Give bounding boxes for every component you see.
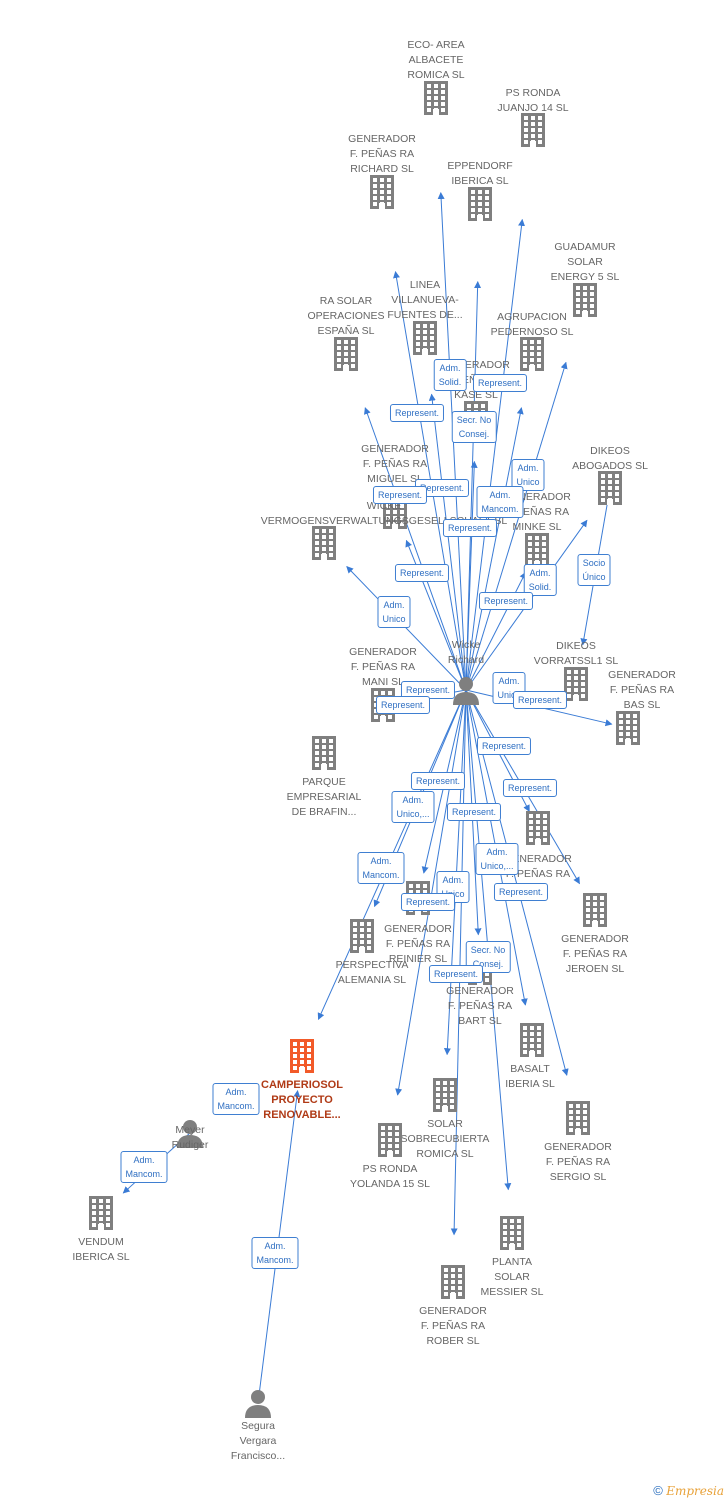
role-badge[interactable]: Adm. Unico,... bbox=[475, 843, 519, 875]
building-icon bbox=[87, 1196, 115, 1235]
node-label: ECO- AREA ALBACETE ROMICA SL bbox=[407, 39, 465, 81]
node-label: CAMPERIOSOL PROYECTO RENOVABLE... bbox=[261, 1079, 343, 1121]
building-icon bbox=[519, 113, 547, 152]
role-badge[interactable]: Represent. bbox=[502, 779, 558, 797]
node-label: AGRUPACION PEDERNOSO SL bbox=[490, 311, 574, 338]
edge-wicke-linea bbox=[428, 393, 467, 691]
role-badge[interactable]: Adm. Mancom. bbox=[212, 1083, 260, 1115]
node-label: DIKEOS ABOGADOS SL bbox=[572, 445, 648, 472]
building-icon bbox=[431, 1078, 459, 1117]
node-label: PS RONDA JUANJO 14 SL bbox=[497, 87, 569, 114]
building-icon bbox=[411, 321, 439, 360]
node-label: DIKEOS VORRATSSL1 SL bbox=[533, 640, 619, 667]
node-label: LINEA VILLANUEVA- FUENTES DE... bbox=[387, 279, 463, 321]
building-icon bbox=[564, 1101, 592, 1140]
person-icon bbox=[175, 1118, 205, 1153]
role-badge[interactable]: Socio Único bbox=[577, 554, 611, 586]
building-icon bbox=[376, 1123, 404, 1162]
node-label: VENDUM IBERICA SL bbox=[72, 1236, 130, 1263]
role-badge[interactable]: Adm. Unico bbox=[377, 596, 411, 628]
building-icon bbox=[614, 711, 642, 750]
role-badge[interactable]: Adm. Mancom. bbox=[251, 1237, 299, 1269]
building-icon bbox=[422, 81, 450, 120]
building-icon bbox=[562, 667, 590, 706]
role-badge[interactable]: Represent. bbox=[493, 883, 549, 901]
building-icon bbox=[439, 1265, 467, 1304]
role-badge[interactable]: Adm. Mancom. bbox=[120, 1151, 168, 1183]
role-badge[interactable]: Represent. bbox=[442, 519, 498, 537]
node-label: GENERADOR F. PEÑAS RA BART SL bbox=[446, 985, 514, 1027]
building-icon bbox=[581, 893, 609, 932]
building-icon bbox=[310, 736, 338, 775]
node-label: GENERADOR F. PEÑAS RA ROBER SL bbox=[419, 1305, 487, 1347]
role-badge[interactable]: Represent. bbox=[372, 486, 428, 504]
edge-wicke-messier bbox=[465, 689, 512, 1191]
node-label: Segura Vergara Francisco... bbox=[230, 1420, 286, 1462]
edge-wicke-rasolar bbox=[364, 407, 467, 691]
building-icon bbox=[518, 337, 546, 376]
node-label: GENERADOR F. PEÑAS RA RICHARD SL bbox=[348, 133, 416, 175]
edge-wicke-eppendorf bbox=[465, 281, 482, 691]
node-label: GENERADOR F. PEÑAS RA BAS SL bbox=[608, 669, 676, 711]
role-badge[interactable]: Represent. bbox=[512, 691, 568, 709]
role-badge[interactable]: Adm. Mancom. bbox=[357, 852, 405, 884]
role-badge[interactable]: Secr. No Consej. bbox=[451, 411, 497, 443]
node-label: PLANTA SOLAR MESSIER SL bbox=[480, 1256, 544, 1298]
role-badge[interactable]: Represent. bbox=[428, 965, 484, 983]
node-label: PERSPECTIVA ALEMANIA SL bbox=[335, 959, 409, 986]
building-icon bbox=[498, 1216, 526, 1255]
node-label: GENERADOR F. PEÑAS RA JEROEN SL bbox=[561, 933, 629, 975]
person-icon bbox=[243, 1388, 273, 1423]
node-label: Meyer Rudiger bbox=[171, 1124, 209, 1151]
role-badge[interactable]: Represent. bbox=[478, 592, 534, 610]
role-badge[interactable]: Adm. Mancom. bbox=[476, 486, 524, 518]
building-icon bbox=[524, 811, 552, 850]
role-badge[interactable]: Represent. bbox=[410, 772, 466, 790]
node-label: GENERADOR F. PEÑAS RA SERGIO SL bbox=[544, 1141, 612, 1183]
role-badge[interactable]: Represent. bbox=[394, 564, 450, 582]
building-icon bbox=[332, 337, 360, 376]
edge-wicke-psjuanjo bbox=[465, 218, 526, 691]
building-icon bbox=[518, 1023, 546, 1062]
role-badge[interactable]: Represent. bbox=[472, 374, 528, 392]
role-badge[interactable]: Represent. bbox=[414, 479, 470, 497]
node-label: BASALT IBERIA SL bbox=[505, 1063, 555, 1090]
edge-wicke-psyolanda bbox=[395, 689, 467, 1096]
role-badge[interactable]: Adm. Solid. bbox=[523, 564, 557, 596]
building-icon bbox=[571, 283, 599, 322]
node-label: GENERADOR F. PEÑAS RA MANI SL bbox=[349, 646, 417, 688]
edge-wicke-wicke_verm bbox=[346, 566, 467, 691]
node-label: PS RONDA YOLANDA 15 SL bbox=[350, 1163, 430, 1190]
role-badge[interactable]: Represent. bbox=[389, 404, 445, 422]
node-label: GUADAMUR SOLAR ENERGY 5 SL bbox=[550, 241, 620, 283]
node-label: GENERADOR F. PEÑAS RA REINIER SL bbox=[384, 923, 452, 965]
building-icon bbox=[466, 187, 494, 226]
role-badge[interactable]: Represent. bbox=[476, 737, 532, 755]
role-badge[interactable]: Adm. Unico,... bbox=[391, 791, 435, 823]
edge-wicke-guadamur bbox=[465, 361, 568, 691]
node-label: GENERADOR F. PEÑAS RA MIGUEL SL bbox=[361, 443, 429, 485]
building-icon bbox=[310, 526, 338, 565]
building-icon bbox=[348, 919, 376, 958]
brand-watermark: © Empresia bbox=[653, 1483, 724, 1498]
building-icon bbox=[368, 175, 396, 214]
role-badge[interactable]: Represent. bbox=[400, 893, 456, 911]
building-icon bbox=[596, 471, 624, 510]
node-label: Wicke Richard bbox=[447, 639, 485, 666]
node-label: RA SOLAR OPERACIONES ESPAÑA SL bbox=[307, 295, 385, 337]
node-label: SOLAR SOBRECUBIERTA ROMICA SL bbox=[400, 1118, 490, 1160]
role-badge[interactable]: Adm. Solid. bbox=[433, 359, 467, 391]
person-icon bbox=[451, 675, 481, 710]
node-label: PARQUE EMPRESARIAL DE BRAFIN... bbox=[286, 776, 362, 818]
role-badge[interactable]: Represent. bbox=[375, 696, 431, 714]
node-label: EPPENDORF IBERICA SL bbox=[447, 160, 513, 187]
edge-wicke-agrupacion bbox=[465, 407, 524, 691]
role-badge[interactable]: Represent. bbox=[446, 803, 502, 821]
edge-wicke-gen_hidden bbox=[465, 460, 478, 691]
building-icon bbox=[288, 1039, 316, 1078]
role-badge[interactable]: Secr. No Consej. bbox=[465, 941, 511, 973]
role-badge[interactable]: Adm. Unico bbox=[511, 459, 545, 491]
